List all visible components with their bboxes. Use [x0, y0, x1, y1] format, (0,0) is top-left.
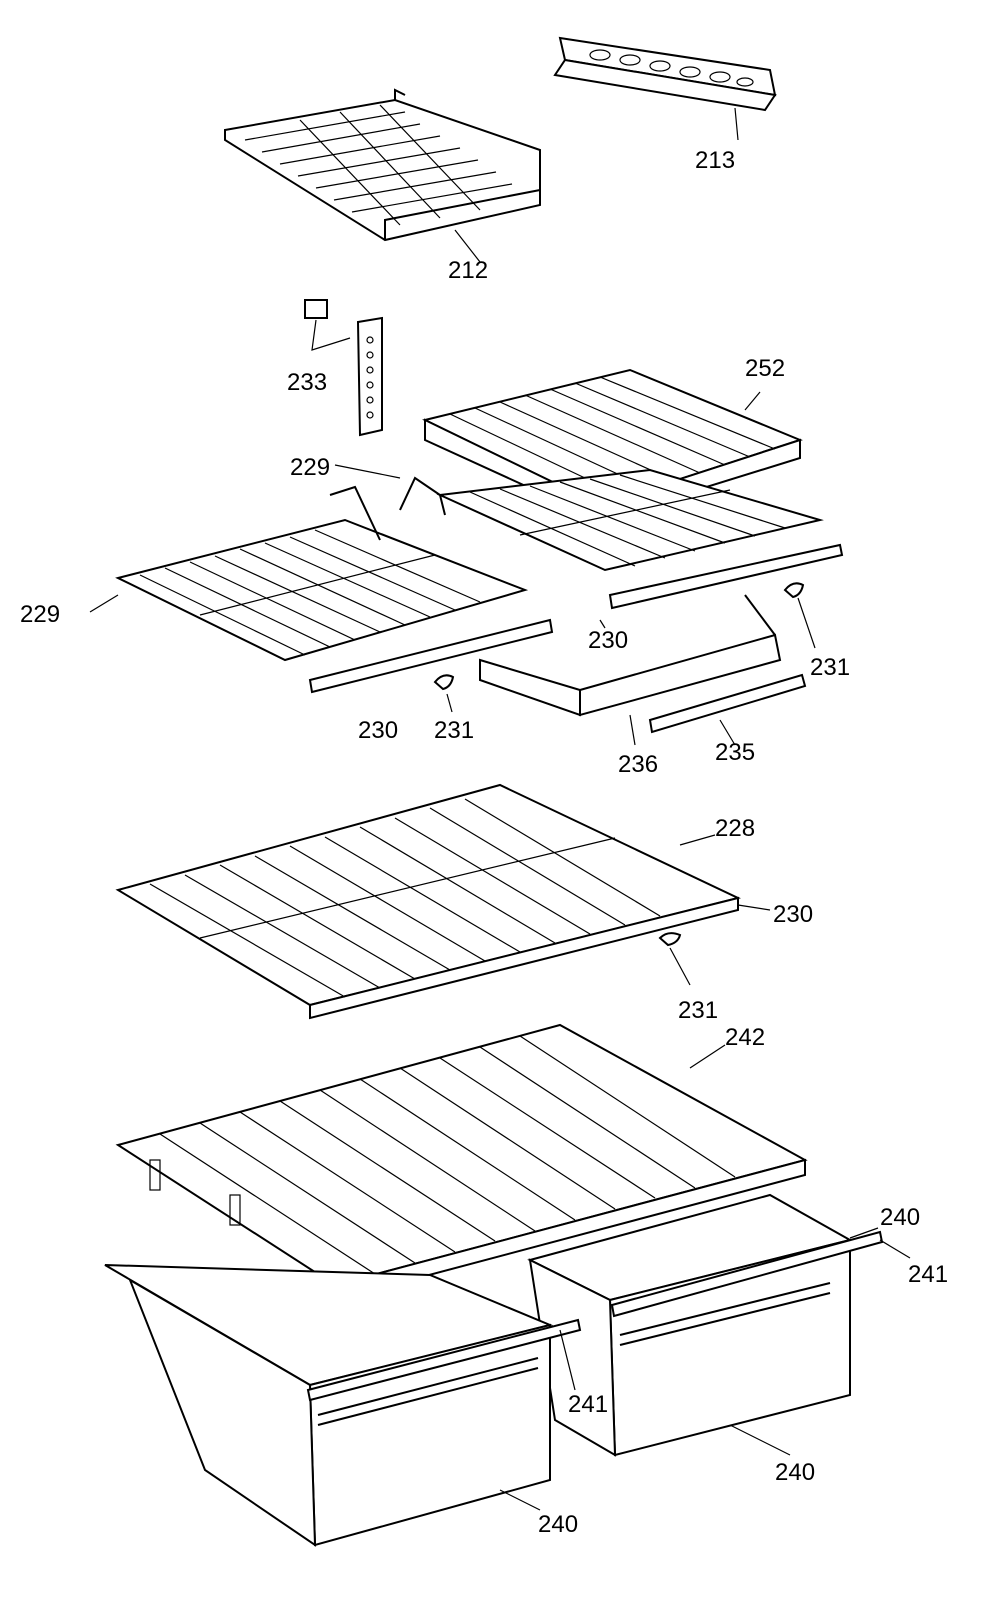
- label-236: 236: [618, 751, 658, 778]
- part-212-freezer-shelf: [224, 88, 541, 263]
- part-240-right-drawer: [527, 1193, 911, 1457]
- label-230-center: 230: [588, 627, 628, 654]
- label-235: 235: [715, 739, 755, 766]
- part-labels: 213 212 233 252 229 229 230 231 230 231 …: [20, 147, 948, 1538]
- label-240-right: 240: [880, 1204, 920, 1231]
- label-213: 213: [695, 147, 735, 174]
- label-231-mid: 231: [678, 997, 718, 1024]
- label-231-right: 231: [810, 654, 850, 681]
- label-229-top: 229: [290, 454, 330, 481]
- label-240-bottom-right: 240: [775, 1459, 815, 1486]
- label-212: 212: [448, 257, 488, 284]
- label-240-bottom-left: 240: [538, 1511, 578, 1538]
- part-228-wire-shelf: [115, 783, 771, 1020]
- label-230-right: 230: [773, 901, 813, 928]
- label-231-left: 231: [434, 717, 474, 744]
- label-241-right: 241: [908, 1261, 948, 1288]
- part-242-crisper-cover: [115, 1023, 808, 1302]
- part-240-left-drawer: [104, 1264, 582, 1547]
- part-236-drawer: [479, 594, 782, 746]
- part-229-right-shelf: [334, 464, 844, 610]
- part-229-left-shelf: [89, 485, 554, 694]
- label-241-left: 241: [568, 1391, 608, 1418]
- part-231-clips: [433, 582, 816, 986]
- part-213-ice-tray: [553, 36, 777, 141]
- part-235-rail: [648, 673, 807, 746]
- label-230-left: 230: [358, 717, 398, 744]
- label-252: 252: [745, 355, 785, 382]
- label-242: 242: [725, 1024, 765, 1051]
- part-233-shelf-bracket: [304, 299, 383, 437]
- label-229-left: 229: [20, 601, 60, 628]
- label-228: 228: [715, 815, 755, 842]
- label-233: 233: [287, 369, 327, 396]
